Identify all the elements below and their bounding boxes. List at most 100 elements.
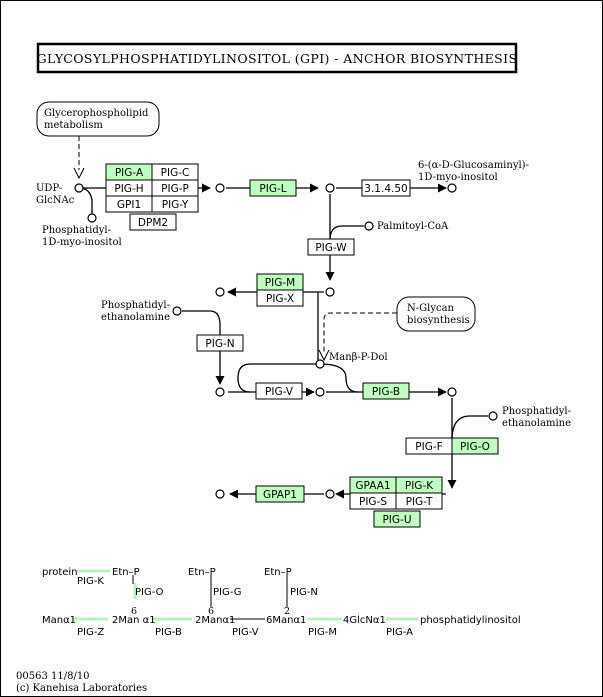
svg-text:PIG-M: PIG-M [308,627,337,638]
svg-text:PIG-A: PIG-A [386,627,413,638]
map-link-glycerophospholipid[interactable]: Glycerophospholipid metabolism [36,101,160,137]
enzyme-ec-3-1-4-50[interactable]: 3.1.4.50 [361,179,411,197]
enzyme-pig-s[interactable]: PIG-S [349,492,397,510]
compound-nodes[interactable] [74,183,498,499]
enzyme-pig-h[interactable]: PIG-H [105,179,153,197]
svg-text:PIG-U: PIG-U [382,514,411,526]
enzyme-gpaa1[interactable]: GPAA1 [349,476,397,494]
enzyme-pig-b[interactable]: PIG-B [362,382,410,400]
svg-text:GPAP1: GPAP1 [263,489,297,501]
svg-text:PIG-B: PIG-B [372,386,400,398]
map-link-nglycan[interactable]: N-Glycan biosynthesis [396,296,476,332]
compound-man-p-dol [315,359,325,369]
svg-text:Palmitoyl-CoA: Palmitoyl-CoA [377,221,449,232]
svg-text:(c) Kanehisa Laboratories: (c) Kanehisa Laboratories [16,683,147,694]
svg-text:6: 6 [131,606,137,617]
svg-text:6-(α-D-Glucosaminyl)-: 6-(α-D-Glucosaminyl)- [418,160,529,171]
enzyme-pig-o[interactable]: PIG-O [451,437,499,455]
compound-1 [215,183,225,193]
svg-text:PIG-K: PIG-K [77,576,104,587]
compound-4 [215,287,225,297]
compound-8 [325,489,335,499]
enzyme-pig-f[interactable]: PIG-F [405,437,453,455]
enzyme-pig-w[interactable]: PIG-W [307,238,355,256]
svg-text:metabolism: metabolism [44,120,103,131]
svg-text:1D-myo-inositol: 1D-myo-inositol [418,172,498,183]
svg-text:Etn–P: Etn–P [264,567,292,578]
gpi-structure: protein Etn–P PIG-K Etn–P Etn–P PIG-O PI… [42,567,521,638]
compound-9 [215,489,225,499]
svg-text:PIG-A: PIG-A [115,167,144,179]
svg-text:6Manα1: 6Manα1 [266,615,306,626]
enzyme-pig-y[interactable]: PIG-Y [151,195,199,213]
svg-text:phosphatidylinositol: phosphatidylinositol [420,615,521,626]
svg-text:PIG-M: PIG-M [265,277,295,289]
svg-text:PIG-H: PIG-H [114,183,143,195]
svg-text:Phosphatidyl-: Phosphatidyl- [101,300,170,311]
enzyme-pig-a[interactable]: PIG-A [105,163,153,181]
svg-text:2: 2 [284,606,290,617]
svg-text:ethanolamine: ethanolamine [101,312,170,323]
svg-text:4GlcNα1: 4GlcNα1 [343,615,386,626]
svg-text:PIG-B: PIG-B [155,627,182,638]
compound-5 [215,387,225,397]
svg-text:PIG-V: PIG-V [232,627,259,638]
svg-text:Phosphatidyl-: Phosphatidyl- [42,225,111,236]
svg-text:PIG-O: PIG-O [460,441,490,453]
svg-text:PIG-F: PIG-F [415,441,442,453]
compound-pe-left [172,306,182,316]
svg-text:PIG-V: PIG-V [265,386,294,398]
svg-text:PIG-O: PIG-O [135,587,164,598]
enzyme-pig-k[interactable]: PIG-K [395,476,443,494]
svg-text:PIG-S: PIG-S [359,496,387,508]
svg-text:PIG-C: PIG-C [161,167,190,179]
enzyme-pig-c[interactable]: PIG-C [151,163,199,181]
enzyme-pig-p[interactable]: PIG-P [151,179,199,197]
enzyme-dpm2[interactable]: DPM2 [129,213,177,231]
svg-text:Phosphatidyl-: Phosphatidyl- [502,406,571,417]
svg-text:PIG-N: PIG-N [205,338,234,350]
svg-text:PIG-K: PIG-K [405,480,434,492]
svg-text:GlcNAc: GlcNAc [36,195,75,206]
compound-labels: UDP- GlcNAc Phosphatidyl- 1D-myo-inosito… [36,160,571,429]
svg-text:protein: protein [42,567,78,578]
svg-text:ethanolamine: ethanolamine [502,418,571,429]
svg-text:Manβ-P-Dol: Manβ-P-Dol [329,352,388,363]
enzyme-gpap1[interactable]: GPAP1 [255,485,305,503]
svg-text:N-Glycan: N-Glycan [407,303,455,314]
svg-text:GPI1: GPI1 [117,199,141,211]
svg-text:Etn–P: Etn–P [188,567,216,578]
enzyme-gpi1[interactable]: GPI1 [105,195,153,213]
compound-phosphatidyl-inositol [87,213,97,223]
svg-text:6: 6 [208,606,214,617]
compound-2 [325,183,335,193]
svg-text:Manα1: Manα1 [42,615,76,626]
enzyme-pig-u[interactable]: PIG-U [373,510,421,528]
compound-udp-glcnac [74,183,84,193]
svg-text:PIG-Y: PIG-Y [162,199,189,211]
compound-6 [315,387,325,397]
svg-text:PIG-W: PIG-W [315,242,347,254]
svg-text:1D-myo-inositol: 1D-myo-inositol [42,237,122,248]
svg-text:DPM2: DPM2 [138,217,168,229]
enzyme-pig-m[interactable]: PIG-M [256,273,304,291]
enzyme-pig-x[interactable]: PIG-X [256,289,304,307]
svg-text:GPAA1: GPAA1 [355,480,390,492]
svg-text:PIG-P: PIG-P [161,183,189,195]
map-title: GLYCOSYLPHOSPHATIDYLINOSITOL (GPI) - ANC… [37,42,518,74]
svg-text:PIG-N: PIG-N [290,587,318,598]
compound-7 [447,387,457,397]
svg-text:PIG-Z: PIG-Z [77,627,104,638]
enzyme-pig-n[interactable]: PIG-N [196,334,244,352]
compound-glucosaminyl-inositol [447,183,457,193]
footer: 00563 11/8/10 (c) Kanehisa Laboratories [16,671,147,694]
enzyme-pig-v[interactable]: PIG-V [255,382,303,400]
svg-text:Etn–P: Etn–P [112,567,140,578]
svg-text:00563 11/8/10: 00563 11/8/10 [16,671,90,682]
svg-text:PIG-T: PIG-T [406,496,433,508]
enzyme-pig-l[interactable]: PIG-L [249,179,297,197]
enzyme-pig-t[interactable]: PIG-T [395,492,443,510]
svg-text:Glycerophospholipid: Glycerophospholipid [44,108,149,119]
